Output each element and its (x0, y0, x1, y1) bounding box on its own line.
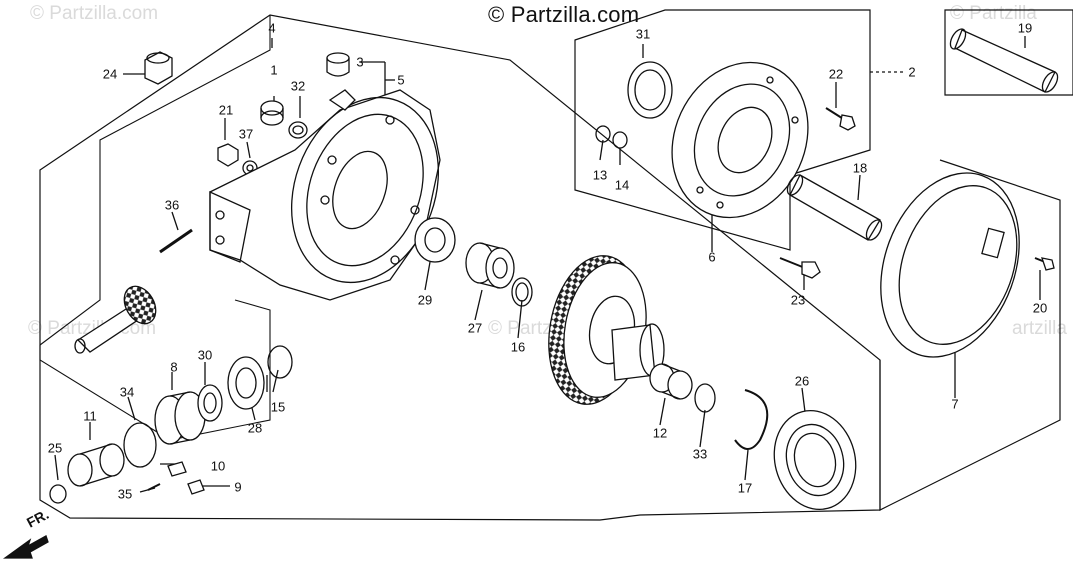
part-36-stud (159, 228, 193, 254)
callout-14: 14 (614, 177, 630, 193)
part-1-cap (260, 100, 284, 126)
callout-4: 4 (268, 20, 276, 36)
gear-case-housing (209, 89, 441, 301)
callout-37: 37 (238, 126, 254, 142)
watermark-top-right: © Partzilla (950, 3, 1037, 24)
callout-32: 32 (290, 78, 306, 94)
part-16-oring (511, 277, 533, 307)
part-25-nut (49, 484, 67, 504)
part-11-sleeve (67, 443, 125, 487)
part-14-washer (612, 131, 628, 149)
part-24-nut (144, 51, 173, 85)
pinion-gear (74, 285, 157, 354)
callout-30: 30 (197, 347, 213, 363)
part-13-nut (595, 125, 611, 143)
callout-3: 3 (356, 54, 364, 70)
case-box-outline (39, 15, 271, 346)
callout-5: 5 (397, 72, 405, 88)
part-32-washer (288, 121, 308, 139)
part-29-bearing (414, 217, 456, 263)
callout-23: 23 (790, 292, 806, 308)
part-26-bearing (773, 409, 857, 511)
callout-28: 28 (247, 420, 263, 436)
assembly-7-outline (879, 159, 1061, 511)
copyright-text: © Partzilla.com (488, 2, 640, 27)
callout-29: 29 (417, 292, 433, 308)
part-35-bolt (147, 483, 161, 491)
ring-gear (548, 255, 665, 405)
front-arrow-icon (2, 535, 49, 559)
callout-20: 20 (1032, 300, 1048, 316)
callout-17: 17 (737, 480, 753, 496)
callout-8: 8 (170, 359, 178, 375)
assembly-2-outline (574, 9, 871, 251)
part-19-pipe (949, 28, 1059, 93)
part-7-cover (880, 172, 1020, 358)
part-9-plate (187, 479, 205, 495)
part-12-collar (649, 363, 693, 400)
part-6-holder (671, 61, 809, 219)
part-33-shim (694, 383, 716, 413)
callout-22: 22 (828, 66, 844, 82)
callout-10: 10 (210, 458, 226, 474)
callout-24: 24 (102, 66, 118, 82)
part-23-bolt (779, 257, 821, 279)
watermark-top-left: © Partzilla.com (30, 3, 159, 24)
part-18-pipe (786, 174, 883, 241)
callout-35: 35 (117, 486, 133, 502)
callout-25: 25 (47, 440, 63, 456)
part-10-plate (167, 461, 187, 477)
part-31-seal (627, 61, 673, 119)
callout-16: 16 (510, 339, 526, 355)
part-8-bearing (154, 391, 206, 445)
callout-26: 26 (794, 373, 810, 389)
part-17-circlip (734, 389, 769, 450)
assembly-19-outline (944, 9, 1073, 96)
callout-27: 27 (467, 320, 483, 336)
callout-1: 1 (270, 62, 278, 78)
callout-9: 9 (234, 479, 242, 495)
part-15-shim (267, 345, 293, 379)
callout-6: 6 (708, 249, 716, 265)
callout-15: 15 (270, 399, 286, 415)
callout-7: 7 (951, 396, 959, 412)
assembly-4-outline (39, 14, 881, 521)
callout-34: 34 (119, 384, 135, 400)
pinion-box-outline (39, 299, 271, 441)
callout-2: 2 (908, 64, 916, 80)
callout-19: 19 (1017, 20, 1033, 36)
callout-13: 13 (592, 167, 608, 183)
part-27-bearing (465, 242, 515, 289)
callout-11: 11 (83, 408, 97, 424)
part-21-bolt (217, 143, 239, 167)
part-22-bolt (825, 107, 856, 131)
callout-31: 31 (635, 26, 651, 42)
part-3-plug (326, 52, 350, 77)
part-34-oring (123, 422, 157, 468)
part-30-race (197, 384, 223, 422)
callout-33: 33 (692, 446, 708, 462)
callout-18: 18 (852, 160, 868, 176)
callout-21: 21 (218, 102, 234, 118)
part-28-bearing (227, 356, 265, 410)
front-indicator-label: FR. (24, 506, 51, 531)
callout-36: 36 (164, 197, 180, 213)
part-20-bolt (1034, 257, 1055, 271)
callout-12: 12 (652, 425, 668, 441)
watermark-mid-right: artzilla (1012, 318, 1067, 339)
